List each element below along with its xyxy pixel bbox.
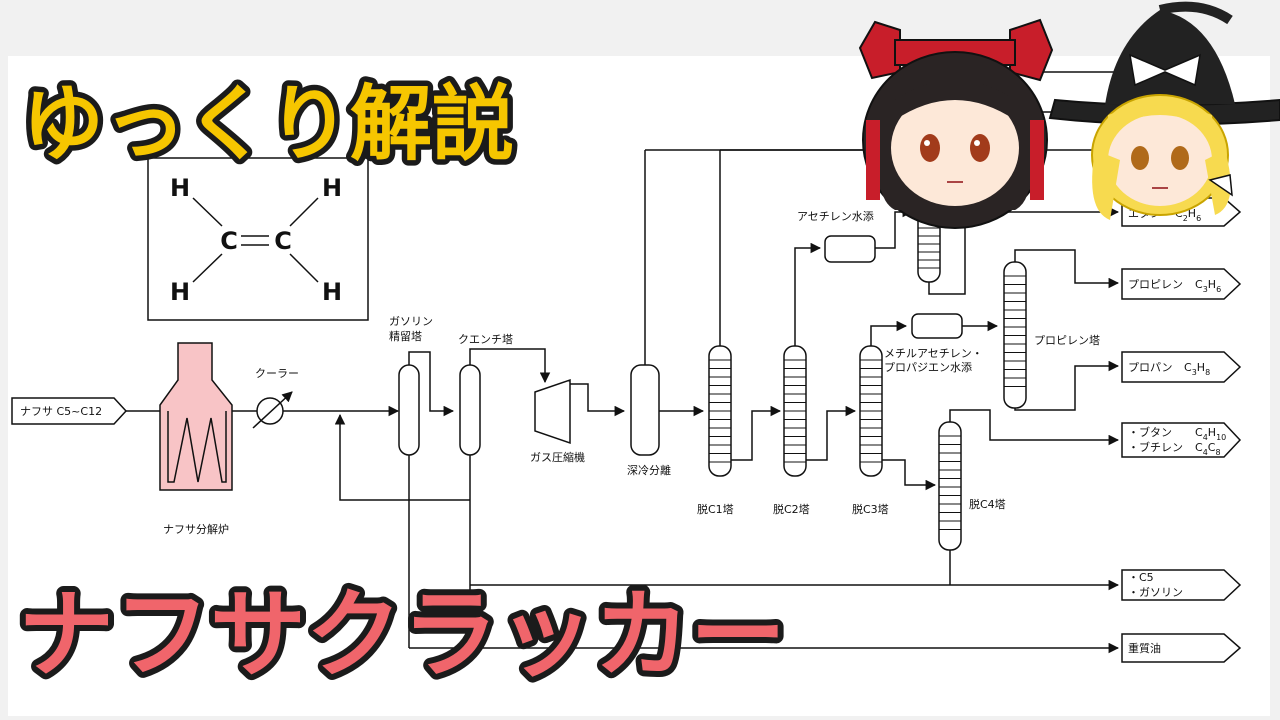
quench-tower-label: クエンチ塔 bbox=[458, 333, 513, 346]
deethanizer-label: 脱C2塔 bbox=[773, 502, 810, 516]
mapd-label: メチルアセチレン・ bbox=[884, 347, 983, 360]
column-trays bbox=[709, 359, 731, 463]
carbon-atom: C bbox=[220, 227, 238, 255]
gasoline-fractionator: ガソリン 精留塔 bbox=[389, 315, 433, 456]
naphtha-furnace: ナフサ分解炉 bbox=[159, 342, 233, 536]
depropanizer-label: 脱C3塔 bbox=[852, 502, 889, 516]
column-trays bbox=[939, 435, 961, 530]
reimu-character-illustration bbox=[858, 18, 1054, 229]
acetylene-label: アセチレン水添 bbox=[797, 209, 874, 223]
ethylene-structure: H H H H C C bbox=[147, 157, 369, 321]
structure-frame bbox=[147, 157, 369, 321]
debutanizer: 脱C4塔 bbox=[938, 421, 1006, 551]
gas-compressor: ガス圧縮機 bbox=[530, 378, 585, 464]
column-trays bbox=[1004, 275, 1026, 387]
gasoline-fractionator-label: 精留塔 bbox=[389, 330, 422, 343]
cryogenic-label: 深冷分離 bbox=[627, 463, 671, 477]
quench-tower: クエンチ塔 bbox=[458, 333, 513, 456]
mapd-hydrogenator: メチルアセチレン・ プロパジエン水添 bbox=[884, 313, 983, 374]
propylene-tower: プロピレン塔 bbox=[1003, 261, 1100, 409]
propylene-tower-label: プロピレン塔 bbox=[1034, 334, 1100, 347]
debutanizer-label: 脱C4塔 bbox=[969, 497, 1006, 511]
naphtha-input: ナフサ C5~C12 bbox=[11, 397, 128, 425]
column-trays bbox=[784, 359, 806, 463]
furnace-label: ナフサ分解炉 bbox=[163, 522, 229, 536]
deethanizer: 脱C2塔 bbox=[773, 345, 810, 516]
output-heavy-oil-label: 重質油 bbox=[1128, 641, 1161, 655]
output-c5-gasoline: ・C5 ・ガソリン bbox=[1121, 569, 1242, 601]
output-gasoline-label: ・ガソリン bbox=[1128, 586, 1183, 599]
title-yukkuri-kaisetsu: ゆっくり解説 bbox=[22, 77, 514, 172]
gasoline-fractionator-label: ガソリン bbox=[389, 315, 433, 328]
mapd-label: プロパジエン水添 bbox=[884, 360, 972, 374]
acetylene-hydrogenator: アセチレン水添 bbox=[797, 209, 876, 263]
cooler-label: クーラー bbox=[255, 367, 299, 380]
naphtha-input-label: ナフサ C5~C12 bbox=[20, 405, 102, 418]
carbon-atom: C bbox=[274, 227, 292, 255]
title-naphtha-cracker: ナフサクラッカー bbox=[18, 579, 786, 691]
demethanizer-label: 脱C1塔 bbox=[697, 502, 734, 516]
column-trays bbox=[860, 359, 882, 463]
hydrogen-atom: H bbox=[322, 174, 342, 202]
hydrogen-atom: H bbox=[170, 174, 190, 202]
hydrogen-atom: H bbox=[170, 278, 190, 306]
marisa-character-illustration bbox=[1048, 1, 1280, 220]
output-c5-label: ・C5 bbox=[1128, 571, 1154, 584]
output-heavy-oil: 重質油 bbox=[1121, 633, 1242, 663]
hydrogen-atom: H bbox=[322, 278, 342, 306]
compressor-label: ガス圧縮機 bbox=[530, 450, 585, 464]
cooler: クーラー bbox=[252, 367, 299, 429]
